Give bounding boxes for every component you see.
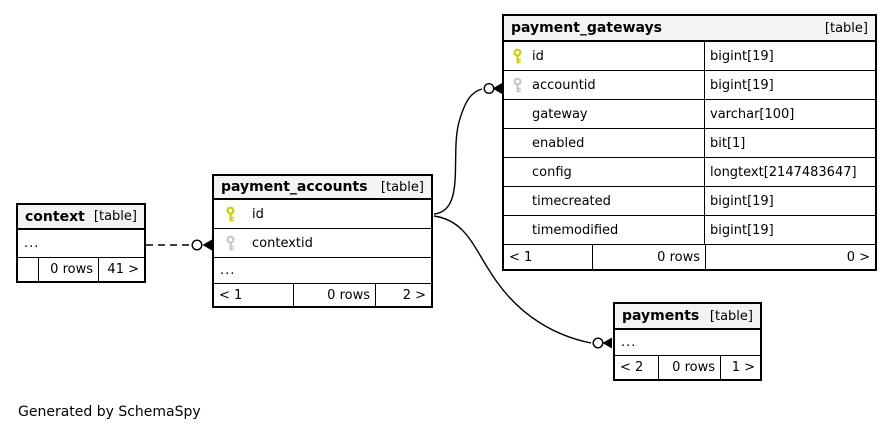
foreign-key-icon — [511, 77, 524, 93]
column-row: gateway varchar[100] — [504, 100, 875, 129]
column-name: gateway — [532, 106, 588, 122]
arrowhead-icon — [202, 239, 212, 251]
cardinality-circle — [191, 239, 203, 251]
column-name: contextid — [252, 235, 313, 251]
relationship-line-payment-accounts-payments — [433, 215, 592, 344]
column-row: id bigint[19] — [504, 42, 875, 71]
table-name: payments — [622, 308, 700, 324]
generator-note: Generated by SchemaSpy — [18, 404, 201, 420]
table-name: payment_accounts — [221, 179, 368, 195]
column-row: contextid — [214, 229, 431, 258]
arrowhead-icon — [602, 337, 612, 349]
footer-related-left: < 1 — [509, 249, 533, 265]
column-type: bigint[19] — [704, 187, 875, 215]
table-type-label: [table] — [824, 20, 868, 36]
table-header: context [table] — [18, 205, 144, 230]
table-header: payments [table] — [615, 304, 760, 330]
column-name: id — [252, 206, 264, 222]
hidden-columns-ellipsis: ... — [615, 330, 760, 356]
cardinality-circle — [483, 82, 495, 94]
footer-row-count: 0 rows — [293, 284, 375, 306]
column-type: bit[1] — [704, 129, 875, 157]
key-icon — [511, 135, 524, 151]
table-header: payment_gateways [table] — [504, 16, 875, 42]
footer-related-left — [18, 258, 38, 281]
footer-related-left: < 2 — [620, 360, 644, 375]
foreign-key-icon — [224, 235, 237, 251]
column-name: accountid — [532, 77, 596, 93]
table-footer: < 1 0 rows 2 > — [214, 284, 431, 306]
column-row: accountid bigint[19] — [504, 71, 875, 100]
hidden-columns-ellipsis: ... — [18, 230, 144, 258]
key-icon — [511, 193, 524, 209]
table-header: payment_accounts [table] — [214, 176, 431, 200]
table-type-label: [table] — [709, 308, 753, 324]
table-node-payment-gateways[interactable]: payment_gateways [table] id bigint[19] a… — [502, 14, 877, 271]
column-name: id — [532, 48, 544, 64]
column-name: enabled — [532, 135, 585, 151]
column-type: bigint[19] — [704, 216, 875, 244]
footer-related-right: 41 > — [98, 258, 144, 281]
column-type: bigint[19] — [704, 71, 875, 99]
table-node-payments[interactable]: payments [table] ... < 2 0 rows 1 > — [613, 302, 762, 381]
column-type: longtext[2147483647] — [704, 158, 875, 186]
table-footer: < 1 0 rows 0 > — [504, 245, 875, 269]
table-footer: < 2 0 rows 1 > — [615, 356, 760, 379]
column-type: varchar[100] — [704, 100, 875, 128]
column-row: timecreated bigint[19] — [504, 187, 875, 216]
footer-related-left: < 1 — [219, 287, 243, 303]
column-name: config — [532, 164, 572, 180]
column-row: enabled bit[1] — [504, 129, 875, 158]
table-type-label: [table] — [93, 209, 137, 224]
footer-row-count: 0 rows — [592, 245, 705, 269]
relationship-line-payment-accounts-payment-gateways — [433, 88, 483, 215]
key-icon — [511, 222, 524, 238]
primary-key-icon — [224, 206, 237, 222]
footer-related-right: 1 > — [720, 356, 760, 379]
table-node-payment-accounts[interactable]: payment_accounts [table] id contextid ..… — [212, 174, 433, 308]
footer-related-right: 2 > — [375, 284, 431, 306]
table-name: context — [25, 208, 85, 225]
table-name: payment_gateways — [511, 20, 662, 36]
column-row: timemodified bigint[19] — [504, 216, 875, 245]
footer-related-right: 0 > — [705, 245, 875, 269]
footer-row-count: 0 rows — [658, 356, 720, 379]
column-name: timecreated — [532, 193, 611, 209]
primary-key-icon — [511, 48, 524, 64]
key-icon — [511, 164, 524, 180]
key-icon — [511, 106, 524, 122]
column-type: bigint[19] — [704, 42, 875, 70]
column-row: id — [214, 200, 431, 229]
table-type-label: [table] — [380, 179, 424, 195]
arrowhead-icon — [492, 83, 502, 94]
hidden-columns-ellipsis: ... — [214, 258, 431, 284]
cardinality-circle — [592, 337, 604, 349]
table-footer: 0 rows 41 > — [18, 258, 144, 281]
table-node-context[interactable]: context [table] ... 0 rows 41 > — [16, 203, 146, 283]
column-name: timemodified — [532, 222, 619, 238]
footer-row-count: 0 rows — [38, 258, 98, 281]
column-row: config longtext[2147483647] — [504, 158, 875, 187]
